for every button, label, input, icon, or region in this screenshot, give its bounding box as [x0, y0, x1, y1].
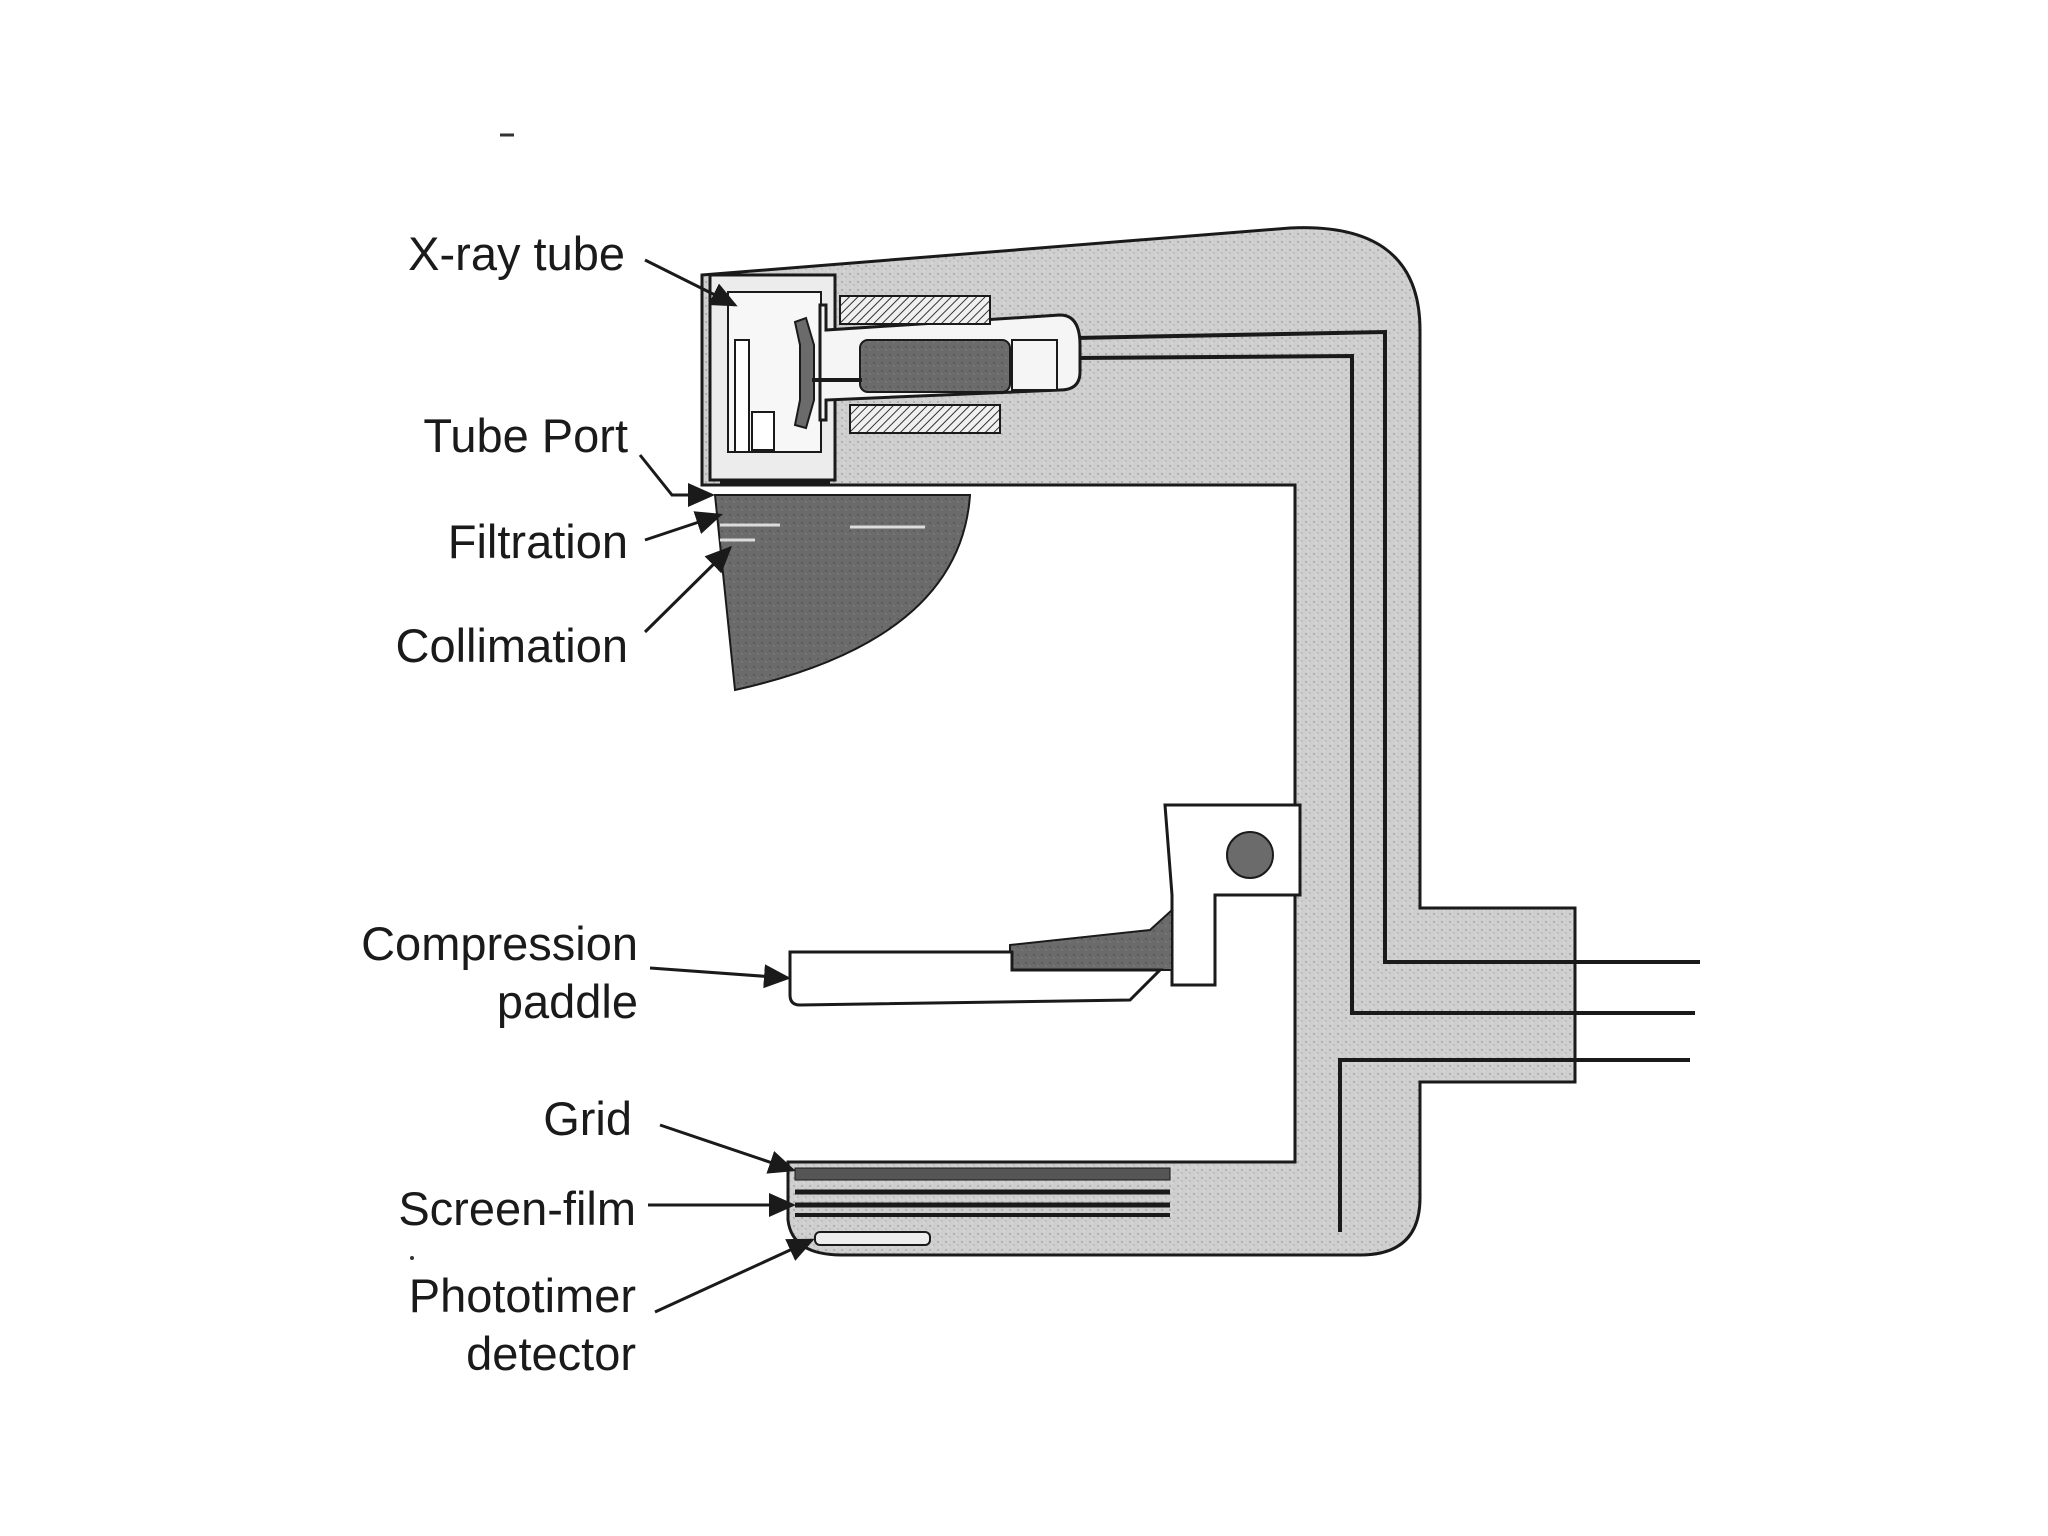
label-screen-film: Screen-film	[398, 1182, 636, 1235]
label-filtration: Filtration	[448, 515, 628, 568]
anode-block	[734, 339, 750, 453]
stray-dot	[410, 1256, 414, 1260]
compression-bracket	[1163, 803, 1302, 987]
collimation-cone	[713, 494, 972, 692]
leader-grid	[659, 1123, 796, 1174]
label-collimation: Collimation	[396, 619, 628, 672]
stator-winding-top	[839, 295, 991, 325]
label-compression-paddle-line1: Compression	[361, 917, 638, 970]
label-phototimer-line1: Phototimer	[409, 1269, 636, 1322]
leader-xray-tube	[644, 258, 738, 307]
anode-disk	[793, 316, 815, 430]
internal-cable-outer	[1074, 329, 1700, 964]
label-xray-tube: X-ray tube	[408, 227, 625, 280]
leader-compression-paddle	[649, 964, 791, 989]
label-tube-port: Tube Port	[423, 409, 628, 462]
anode-small-block	[751, 411, 775, 451]
internal-cable-inner	[1338, 1058, 1690, 1232]
rotor-cap	[1011, 339, 1058, 391]
rotor	[859, 339, 1011, 393]
leader-phototimer	[654, 1238, 815, 1314]
leader-tube-port	[638, 454, 715, 507]
c-arm-housing	[700, 226, 1577, 1257]
internal-cable-middle	[1074, 353, 1695, 1015]
phototimer-detector	[814, 1231, 931, 1246]
label-grid: Grid	[543, 1092, 632, 1145]
compression-paddle	[788, 950, 1164, 1007]
grid-layer	[794, 1167, 1171, 1181]
label-phototimer-line2: detector	[466, 1327, 636, 1380]
bracket-knob	[1226, 831, 1274, 879]
label-compression-paddle-line2: paddle	[497, 975, 638, 1028]
paddle-arm	[1009, 907, 1173, 971]
leader-filtration	[644, 511, 723, 542]
stator-winding-bottom	[849, 404, 1001, 434]
leader-collimation	[643, 545, 733, 634]
